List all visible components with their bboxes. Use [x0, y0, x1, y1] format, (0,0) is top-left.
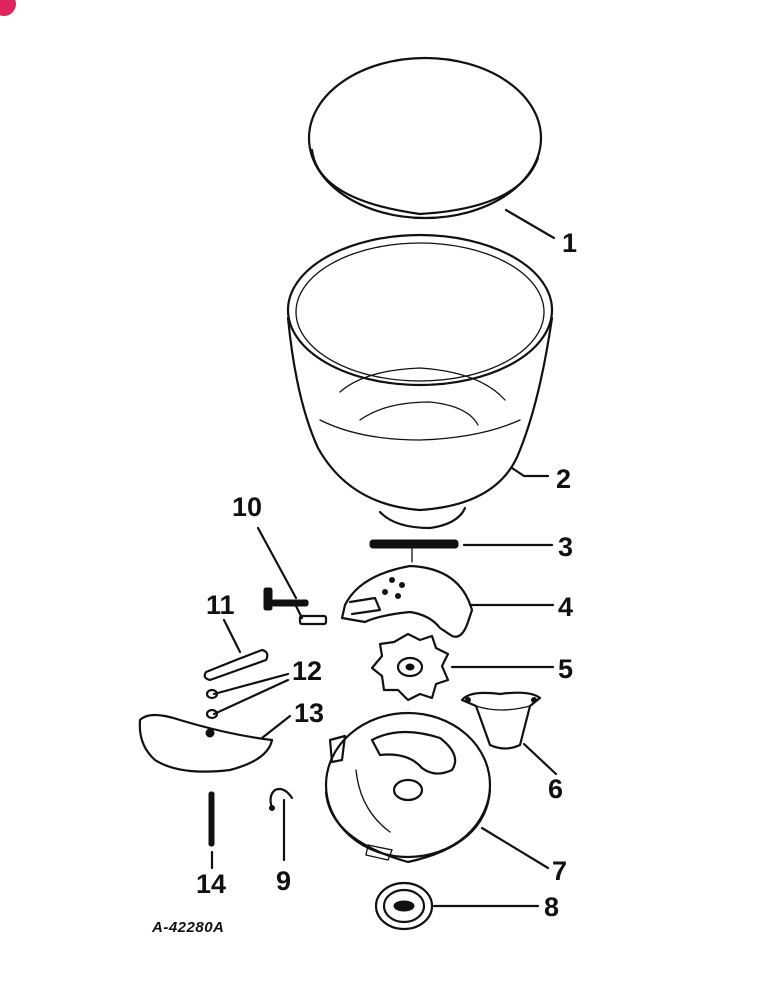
callout-2: 2	[556, 464, 571, 494]
callout-11: 11	[206, 590, 235, 620]
part-1-lid	[307, 56, 543, 220]
part-10-latch	[263, 587, 328, 626]
part-6-spout	[460, 691, 542, 750]
part-13-agitator	[138, 713, 274, 773]
part-14-pin	[208, 791, 215, 847]
part-9-clip	[269, 787, 294, 811]
leader-lines	[210, 208, 558, 908]
callout-5: 5	[558, 654, 573, 684]
part-4-cover	[340, 564, 474, 638]
part-8-bearing	[374, 881, 434, 931]
callout-6: 6	[548, 774, 563, 804]
callout-9: 9	[276, 866, 291, 896]
callout-12: 12	[292, 656, 322, 686]
callout-10: 10	[232, 492, 262, 522]
part-11-link	[203, 648, 269, 682]
callout-7: 7	[552, 856, 567, 886]
callout-labels: 1 2 3 4 5 6 7 8 9 10 11 12 13 14	[196, 228, 577, 922]
part-3-shaft	[369, 539, 459, 563]
reference-code: A-42280A	[151, 919, 224, 936]
part-5-seed-plate	[370, 632, 450, 702]
notification-badge	[0, 0, 16, 16]
callout-1: 1	[562, 228, 577, 258]
callout-4: 4	[558, 592, 573, 622]
part-2-hopper	[286, 233, 554, 530]
part-7-housing	[324, 711, 492, 864]
callout-13: 13	[294, 698, 324, 728]
callout-8: 8	[544, 892, 559, 922]
callout-3: 3	[558, 532, 573, 562]
callout-14: 14	[196, 869, 226, 899]
